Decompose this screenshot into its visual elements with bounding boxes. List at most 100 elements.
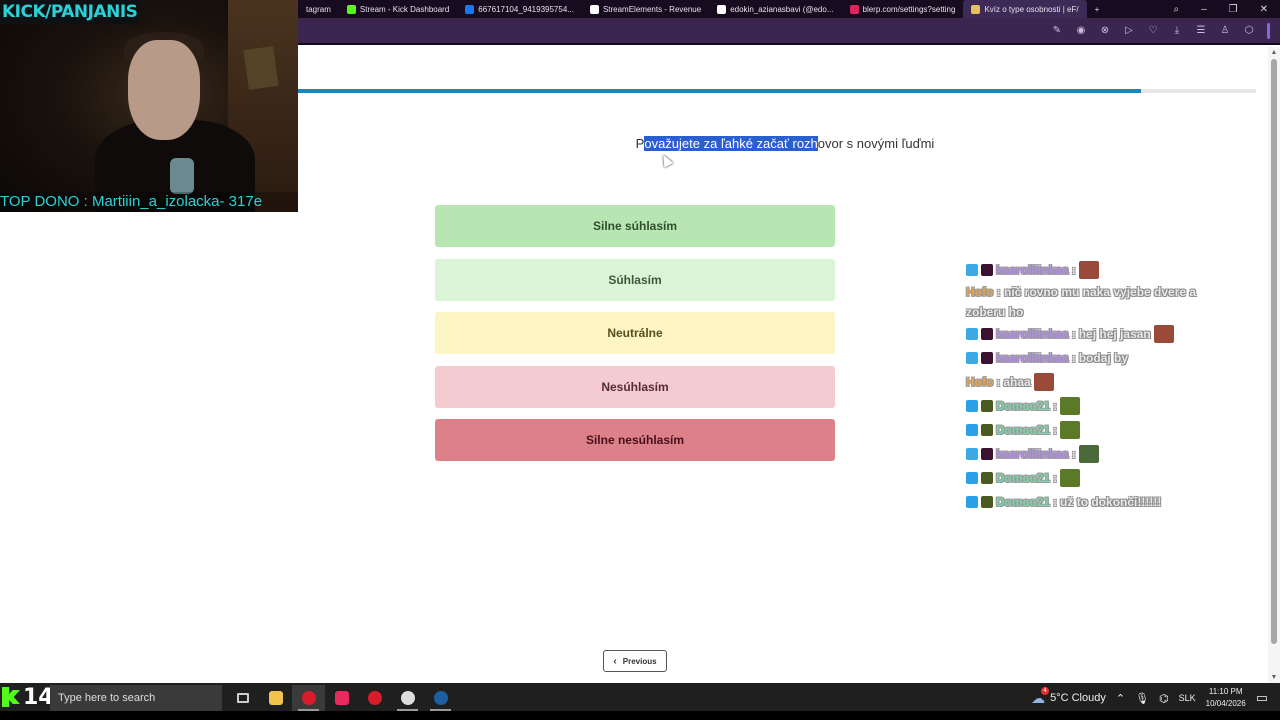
webcam-wall-note: [243, 46, 279, 90]
browser-tab[interactable]: tagram: [298, 0, 339, 18]
chat-username: kaarolliinkaa: [996, 447, 1069, 461]
browser-tabs: tagram Stream - Kick Dashboard 667617104_9…: [298, 0, 1087, 18]
chat-username: kaarolliinkaa: [996, 351, 1069, 365]
menu-icon[interactable]: ☰: [1196, 24, 1206, 36]
answer-option[interactable]: Neutrálne: [435, 312, 835, 354]
chat-text: hej hej jasan: [1078, 327, 1151, 341]
chat-emote-icon: [1078, 445, 1099, 463]
chat-message: Hofo : ahaa: [966, 370, 1216, 394]
chat-badge-icon: [966, 472, 978, 484]
language-indicator[interactable]: SLK: [1178, 693, 1196, 703]
microphone-icon[interactable]: 🎙: [1135, 692, 1150, 705]
microphone: [170, 158, 194, 194]
heart-icon[interactable]: ♡: [1148, 24, 1158, 36]
chat-emote-icon: [1078, 261, 1099, 279]
scroll-up-arrow-icon[interactable]: ▲: [1270, 49, 1278, 56]
answer-option[interactable]: Nesúhlasím: [435, 365, 835, 408]
chat-separator: :: [1071, 447, 1076, 461]
weather-text: 5°C Cloudy: [1050, 692, 1106, 704]
close-button[interactable]: ✕: [1259, 3, 1268, 15]
browser-tab-label: 667617104_9419395754...: [478, 4, 574, 14]
chat-emote-icon: [1060, 469, 1081, 487]
tiktok-live-icon: [334, 691, 349, 705]
browser-tab[interactable]: 667617104_9419395754...: [457, 0, 582, 18]
page-scrollbar[interactable]: ▲ ▼: [1268, 47, 1280, 683]
chat-text: ahaa: [1003, 375, 1031, 389]
opera-gx-app[interactable]: [292, 685, 325, 711]
screen-bottom-edge: [0, 711, 1280, 720]
chat-badge-icon: [966, 264, 978, 276]
chat-badge-icon: [966, 424, 978, 436]
clock[interactable]: 11:10 PM 10/04/2026: [1206, 686, 1246, 710]
chat-separator: :: [1053, 471, 1058, 485]
minimize-button[interactable]: –: [1201, 3, 1207, 15]
chat-username: Domco21: [996, 423, 1051, 437]
obs-icon: [400, 691, 415, 705]
browser-tab[interactable]: Stream - Kick Dashboard: [339, 0, 457, 18]
steam-app[interactable]: [424, 685, 457, 711]
maximize-button[interactable]: ❐: [1228, 3, 1238, 15]
camera-icon[interactable]: ◉: [1076, 24, 1086, 36]
extension-cube-icon[interactable]: ⬡: [1244, 24, 1254, 36]
scroll-down-arrow-icon[interactable]: ▼: [1270, 674, 1278, 681]
answer-option[interactable]: Silne nesúhlasím: [435, 419, 835, 461]
browser-tab-label: tagram: [306, 4, 331, 14]
chat-message: kaarolliinkaa :: [966, 258, 1216, 282]
notifications-icon[interactable]: ▭: [1255, 690, 1268, 705]
task-view-app[interactable]: [226, 685, 259, 711]
new-tab-button[interactable]: +: [1094, 4, 1100, 14]
chat-separator: :: [1071, 351, 1076, 365]
question-text-start: P: [635, 136, 645, 151]
cloud-icon: ☁4: [1031, 686, 1050, 707]
quiz-icon: [971, 4, 981, 14]
answer-option[interactable]: Silne súhlasím: [435, 205, 835, 247]
chat-username: Domco21: [996, 399, 1051, 413]
opera-app[interactable]: [358, 685, 391, 711]
camera-tray-icon[interactable]: ⌬: [1159, 692, 1169, 705]
chat-emote-icon: [1060, 397, 1081, 415]
browser-tab-label: StreamElements - Revenue: [602, 4, 702, 14]
browser-tab[interactable]: Kvíz o type osobnosti | eF/: [963, 0, 1087, 18]
chat-message: Hofo : nič rovno mu naka vyjebe dvere a …: [966, 282, 1216, 322]
running-indicator: [397, 709, 418, 711]
chat-badge-icon: [966, 352, 978, 364]
question-text-selected: ovažujete za ľahké začať rozh: [644, 136, 818, 151]
download-icon[interactable]: ⤓: [1174, 24, 1180, 36]
opera-icon: [367, 691, 382, 705]
chat-emote-icon: [1033, 373, 1054, 391]
task-view-icon: [236, 693, 249, 703]
chat-message: Domco21 :: [966, 418, 1216, 442]
chat-separator: :: [1071, 263, 1076, 277]
shield-icon[interactable]: ⊗: [1100, 24, 1110, 36]
edit-icon[interactable]: ✎: [1052, 24, 1062, 36]
webcam-overlay: KICK/PANJANIS TOP DONO : Martiiin_a_izol…: [0, 0, 298, 212]
mouse-cursor-icon: [658, 152, 674, 168]
kick-overlay-counter: 14: [0, 683, 55, 711]
question-text-end: ovor s novými ľuďmi: [817, 136, 935, 151]
chat-username: Domco21: [996, 471, 1051, 485]
chat-avatar-icon: [981, 352, 993, 364]
scrollbar-thumb[interactable]: [1271, 59, 1277, 644]
browser-tab[interactable]: blerp.com/settings?setting: [842, 0, 964, 18]
answer-option[interactable]: Súhlasím: [435, 258, 835, 301]
running-indicator: [298, 709, 319, 711]
taskbar-search[interactable]: Type here to search: [50, 685, 222, 711]
browser-tab[interactable]: StreamElements - Revenue: [582, 0, 709, 18]
previous-button[interactable]: ‹ Previous: [603, 650, 667, 672]
weather-widget[interactable]: ☁4 5°C Cloudy: [1031, 686, 1106, 707]
file-explorer-app[interactable]: [259, 685, 292, 711]
sidebar-toggle[interactable]: [1267, 22, 1270, 39]
browser-tab[interactable]: edokin_azianasbavi (@edo...: [709, 0, 841, 18]
tiktok-live-app[interactable]: [325, 685, 358, 711]
chat-separator: :: [993, 285, 1004, 299]
search-tabs-icon[interactable]: ⌕: [1173, 3, 1180, 15]
kick-logo-icon: [2, 687, 20, 707]
send-icon[interactable]: ▷: [1125, 24, 1133, 36]
obs-app[interactable]: [391, 685, 424, 711]
weather-badge: 4: [1041, 686, 1050, 695]
chat-avatar-icon: [981, 496, 993, 508]
chevron-up-icon[interactable]: ⌃: [1115, 692, 1126, 705]
chat-separator: :: [1053, 399, 1058, 413]
profile-icon[interactable]: ♙: [1220, 24, 1230, 36]
system-tray: ☁4 5°C Cloudy ⌃ 🎙 ⌬ SLK 11:10 PM 10/04/2…: [1031, 685, 1280, 711]
